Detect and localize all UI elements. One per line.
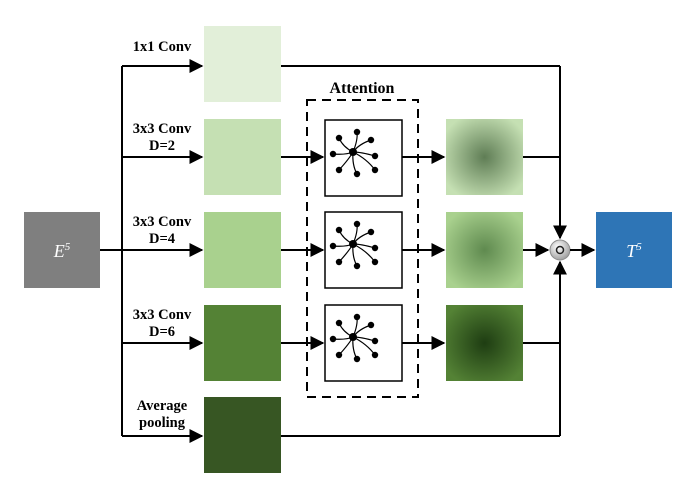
graph-network-icon — [329, 220, 379, 270]
input-block — [24, 212, 100, 288]
input-label: E5 — [53, 241, 71, 261]
branch-label-1: 1x1 Conv — [133, 39, 192, 55]
attention-box-3 — [324, 304, 403, 382]
graph-leaf-node — [353, 128, 361, 136]
conv-block-1x1 — [204, 26, 281, 102]
graph-leaf-node — [371, 258, 379, 266]
graph-leaf-node — [335, 166, 343, 174]
attention-title: Attention — [330, 80, 395, 97]
graph-leaf-node — [371, 244, 379, 252]
graph-leaf-node — [367, 228, 375, 236]
graph-leaf-node — [367, 136, 375, 144]
graph-leaf-node — [353, 170, 361, 178]
graph-leaf-node — [335, 226, 343, 234]
attention-box-1 — [324, 119, 403, 197]
pooling-block — [204, 397, 281, 473]
graph-network-icon — [329, 128, 379, 178]
attended-feature-d6 — [446, 305, 523, 381]
graph-leaf-node — [335, 134, 343, 142]
graph-leaf-node — [353, 355, 361, 363]
graph-leaf-node — [335, 351, 343, 359]
graph-hub-node — [349, 148, 357, 156]
output-label: T5 — [626, 241, 642, 261]
graph-leaf-node — [371, 166, 379, 174]
attention-box-2 — [324, 211, 403, 289]
graph-leaf-node — [367, 321, 375, 329]
attended-feature-d2 — [446, 119, 523, 195]
graph-leaf-node — [353, 313, 361, 321]
graph-leaf-node — [371, 337, 379, 345]
graph-hub-node — [349, 333, 357, 341]
graph-hub-node — [349, 240, 357, 248]
graph-leaf-node — [353, 220, 361, 228]
graph-network-icon — [329, 313, 379, 363]
output-block — [596, 212, 672, 288]
conv-block-d6 — [204, 305, 281, 381]
graph-leaf-node — [329, 150, 337, 158]
conv-block-d2 — [204, 119, 281, 195]
graph-leaf-node — [335, 258, 343, 266]
graph-leaf-node — [329, 335, 337, 343]
attended-feature-d4 — [446, 212, 523, 288]
graph-leaf-node — [371, 152, 379, 160]
graph-leaf-node — [329, 242, 337, 250]
graph-leaf-node — [335, 319, 343, 327]
conv-block-d4 — [204, 212, 281, 288]
merge-operator-icon — [549, 239, 571, 261]
graph-leaf-node — [371, 351, 379, 359]
attention-group-box — [306, 99, 419, 398]
graph-leaf-node — [353, 262, 361, 270]
